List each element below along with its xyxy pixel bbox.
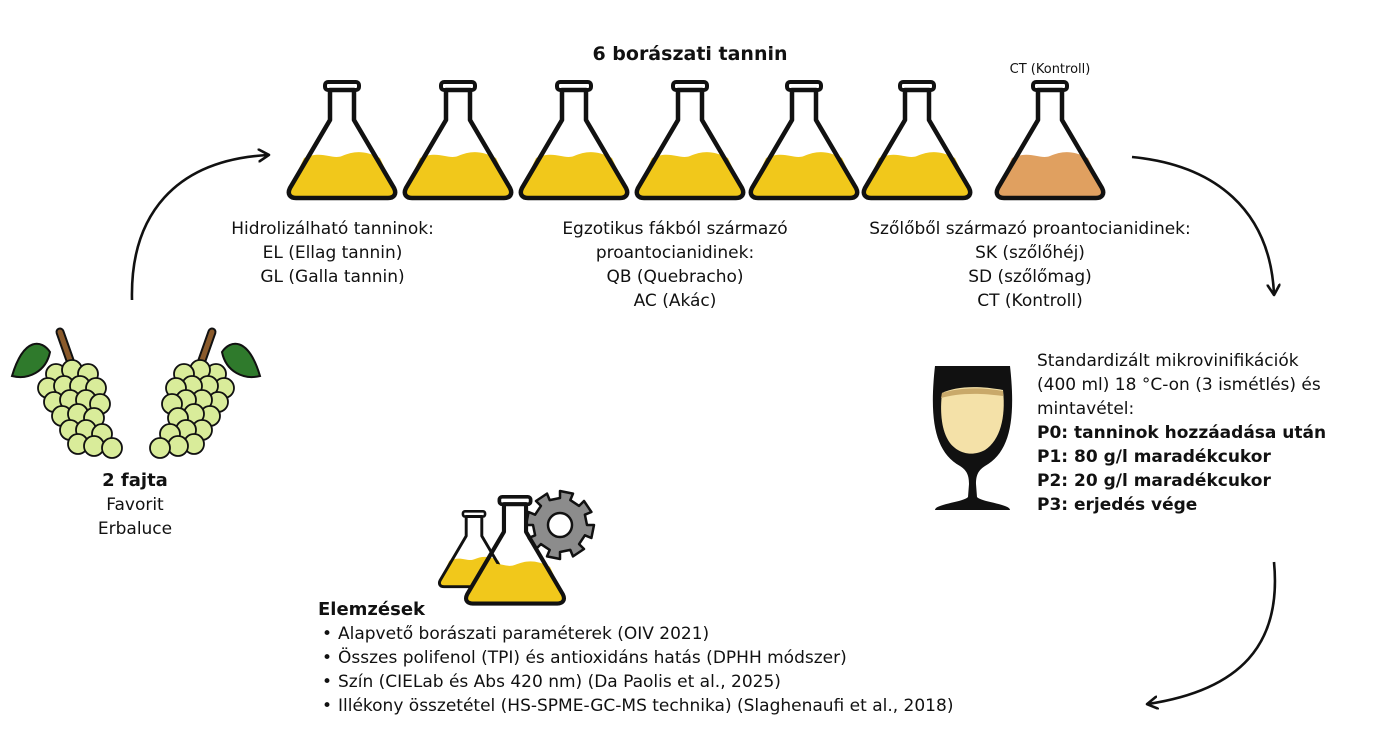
analysis-item: Szín (CIELab és Abs 420 nm) (Da Paolis e… <box>318 670 953 694</box>
group-line: GL (Galla tannin) <box>260 267 405 287</box>
group-line: Szőlőből származó proantocianidinek: <box>869 219 1191 239</box>
sampling-point: P0: tanninok hozzáadása után <box>1037 423 1327 443</box>
analysis-item: Összes polifenol (TPI) és antioxidáns ha… <box>318 646 953 670</box>
group-line: EL (Ellag tannin) <box>262 243 403 263</box>
group-line: SK (szőlőhéj) <box>975 243 1085 263</box>
control-flask-icon <box>994 80 1106 201</box>
wine-glass-icon <box>932 366 1013 510</box>
sampling-point: P1: 80 g/l maradékcukor <box>1037 447 1271 467</box>
gear-icon <box>524 489 596 561</box>
flask-icon <box>464 495 566 606</box>
varieties-title: 2 fajta <box>102 470 168 491</box>
variety-name: Erbaluce <box>97 519 173 539</box>
tannin-group-exotic: Egzotikus fákból származó proantocianidi… <box>535 217 815 313</box>
flask-icon <box>518 80 630 201</box>
arrow-glass-to-analyses <box>1148 561 1277 704</box>
tannin-group-hydrolysable: Hidrolizálható tanninok: EL (Ellag tanni… <box>205 217 460 289</box>
analyses-list: Alapvető borászati paraméterek (OIV 2021… <box>318 622 953 718</box>
analysis-item: Illékony összetétel (HS-SPME-GC-MS techn… <box>318 694 953 718</box>
grape-cluster-icon <box>10 327 123 459</box>
sampling-point: P3: erjedés vége <box>1037 495 1198 515</box>
grape-varieties: 2 fajta Favorit Erbaluce <box>60 469 210 541</box>
flask-icon <box>748 80 860 201</box>
group-line: Egzotikus fákból származó <box>562 219 788 239</box>
tannin-group-grape: Szőlőből származó proantocianidinek: SK … <box>835 217 1225 313</box>
analyses-section: Elemzések Alapvető borászati paraméterek… <box>318 598 953 718</box>
flask-icon <box>402 80 514 201</box>
control-label: CT (Kontroll) <box>1009 62 1091 77</box>
analysis-item: Alapvető borászati paraméterek (OIV 2021… <box>318 622 953 646</box>
lab-analysis-icon <box>437 489 596 606</box>
arrow-flasks-to-glass <box>1131 155 1274 294</box>
group-line: SD (szőlőmag) <box>968 267 1092 287</box>
group-line: QB (Quebracho) <box>606 267 744 287</box>
flask-icon <box>286 80 398 201</box>
tannin-flasks <box>286 80 1106 201</box>
variety-name: Favorit <box>106 495 164 515</box>
vinification-line: (400 ml) 18 °C-on (3 ismétlés) és <box>1037 375 1321 395</box>
group-line: AC (Akác) <box>633 291 717 311</box>
diagram-title: 6 borászati tannin <box>592 43 788 65</box>
arrow-grapes-to-flasks <box>130 155 268 301</box>
sampling-point: P2: 20 g/l maradékcukor <box>1037 471 1271 491</box>
grape-cluster-icon <box>149 327 262 459</box>
analyses-title: Elemzések <box>318 599 426 620</box>
flask-icon <box>634 80 746 201</box>
vinification-line: Standardizált mikrovinifikációk <box>1037 351 1299 371</box>
vinification-line: mintavétel: <box>1037 399 1135 419</box>
group-line: CT (Kontroll) <box>977 291 1083 311</box>
group-line: proantocianidinek: <box>595 243 755 263</box>
group-line: Hidrolizálható tanninok: <box>231 219 434 239</box>
large-flask-icon <box>464 495 566 606</box>
vinification-description: Standardizált mikrovinifikációk (400 ml)… <box>1037 349 1326 517</box>
flask-icon <box>861 80 973 201</box>
